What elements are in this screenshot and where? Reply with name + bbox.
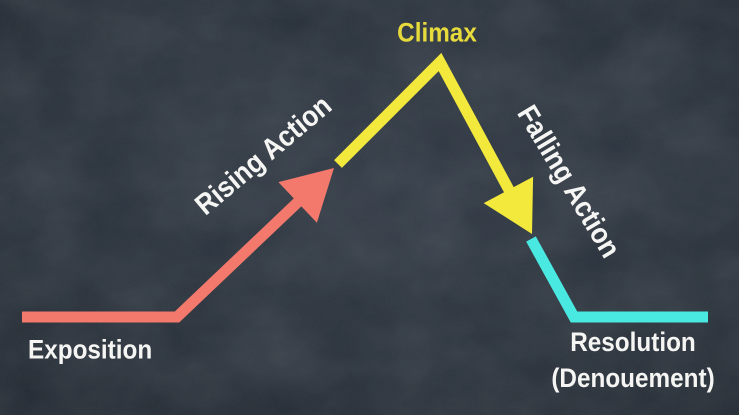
resolution-label: Resolution (Denouement) <box>551 324 714 396</box>
climax-label: Climax <box>397 17 477 48</box>
exposition-label: Exposition <box>28 334 153 365</box>
falling-action-arrowhead-icon <box>483 176 534 234</box>
rising-action-arrowhead-icon <box>278 168 334 223</box>
resolution-label-line1: Resolution <box>570 327 696 357</box>
resolution-line <box>526 236 708 323</box>
resolution-label-line2: (Denouement) <box>551 363 715 393</box>
climax-line <box>334 52 514 193</box>
exposition-rising-line <box>22 198 302 323</box>
